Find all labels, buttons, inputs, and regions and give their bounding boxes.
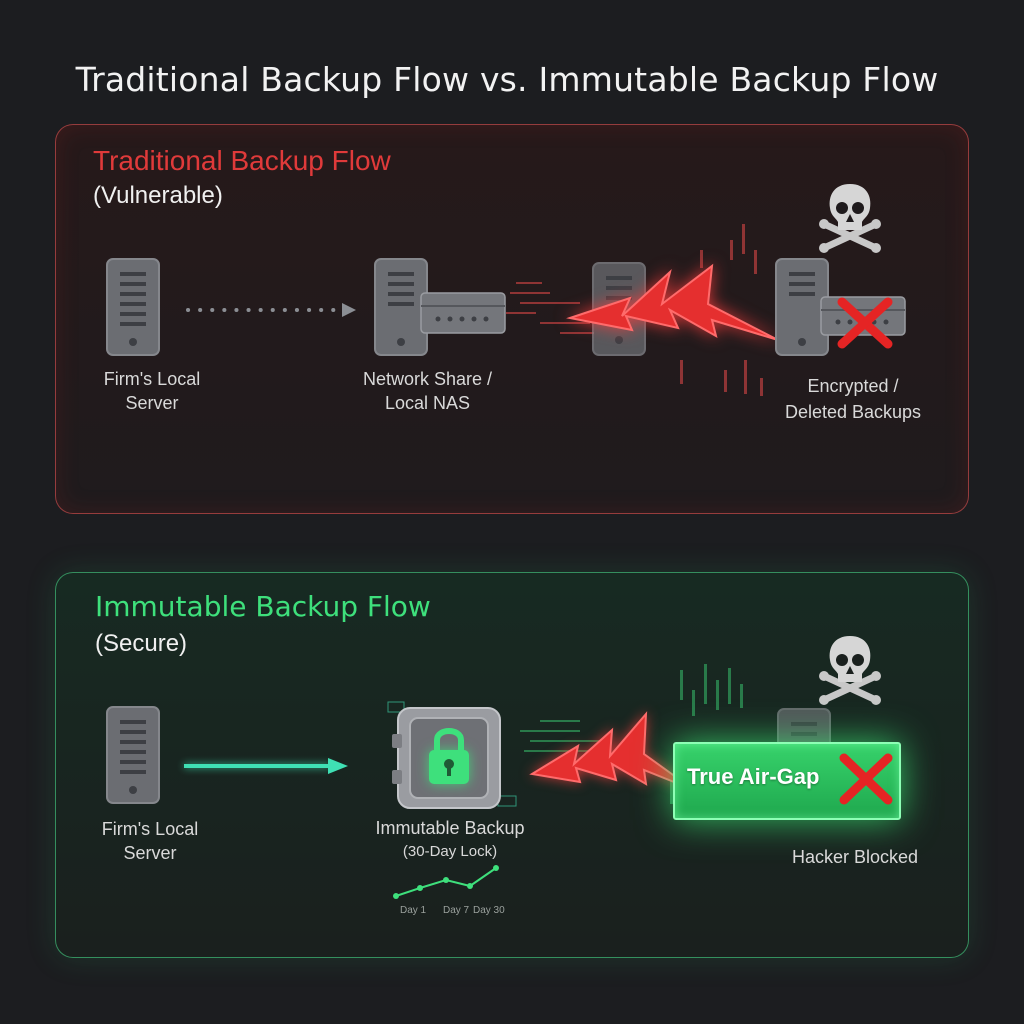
retention-trend-line: [393, 865, 499, 899]
skull-crossbones-icon: [819, 636, 881, 705]
immutable-backup-label: Immutable Backup (30-Day Lock): [375, 818, 525, 860]
local-server-icon: [106, 258, 160, 356]
skull-crossbones-icon: [819, 184, 881, 253]
lightning-bolt-icon: [566, 263, 779, 341]
immutable-heading: Immutable Backup Flow: [95, 590, 431, 623]
nas-label: Network Share /Local NAS: [362, 369, 493, 413]
red-x-icon: [839, 753, 893, 805]
vault-lock-icon: [387, 701, 517, 809]
solid-arrow: [184, 758, 348, 774]
compromised-server-icon: [775, 258, 829, 356]
immutable-status: (Secure): [95, 630, 188, 657]
traditional-status: (Vulnerable): [93, 182, 223, 209]
air-gap-label: True Air-Gap: [687, 764, 820, 789]
red-x-icon: [837, 297, 893, 349]
hacker-blocked-label: Hacker Blocked: [791, 847, 919, 867]
timeline-day-1: Day 1: [400, 905, 427, 916]
traditional-heading: Traditional Backup Flow: [93, 145, 391, 176]
local-server-icon: [106, 706, 160, 804]
timeline-day-30: Day 30: [473, 905, 505, 916]
encrypted-backups-label: Encrypted /Deleted Backups: [784, 376, 922, 422]
nas-drive-icon: [420, 292, 506, 334]
nas-server-icon: [374, 258, 428, 356]
dotted-arrow: [186, 303, 356, 317]
diagram-title: Traditional Backup Flow vs. Immutable Ba…: [75, 60, 939, 99]
data-noise-decoration: [506, 224, 763, 396]
timeline-day-7: Day 7: [443, 905, 470, 916]
